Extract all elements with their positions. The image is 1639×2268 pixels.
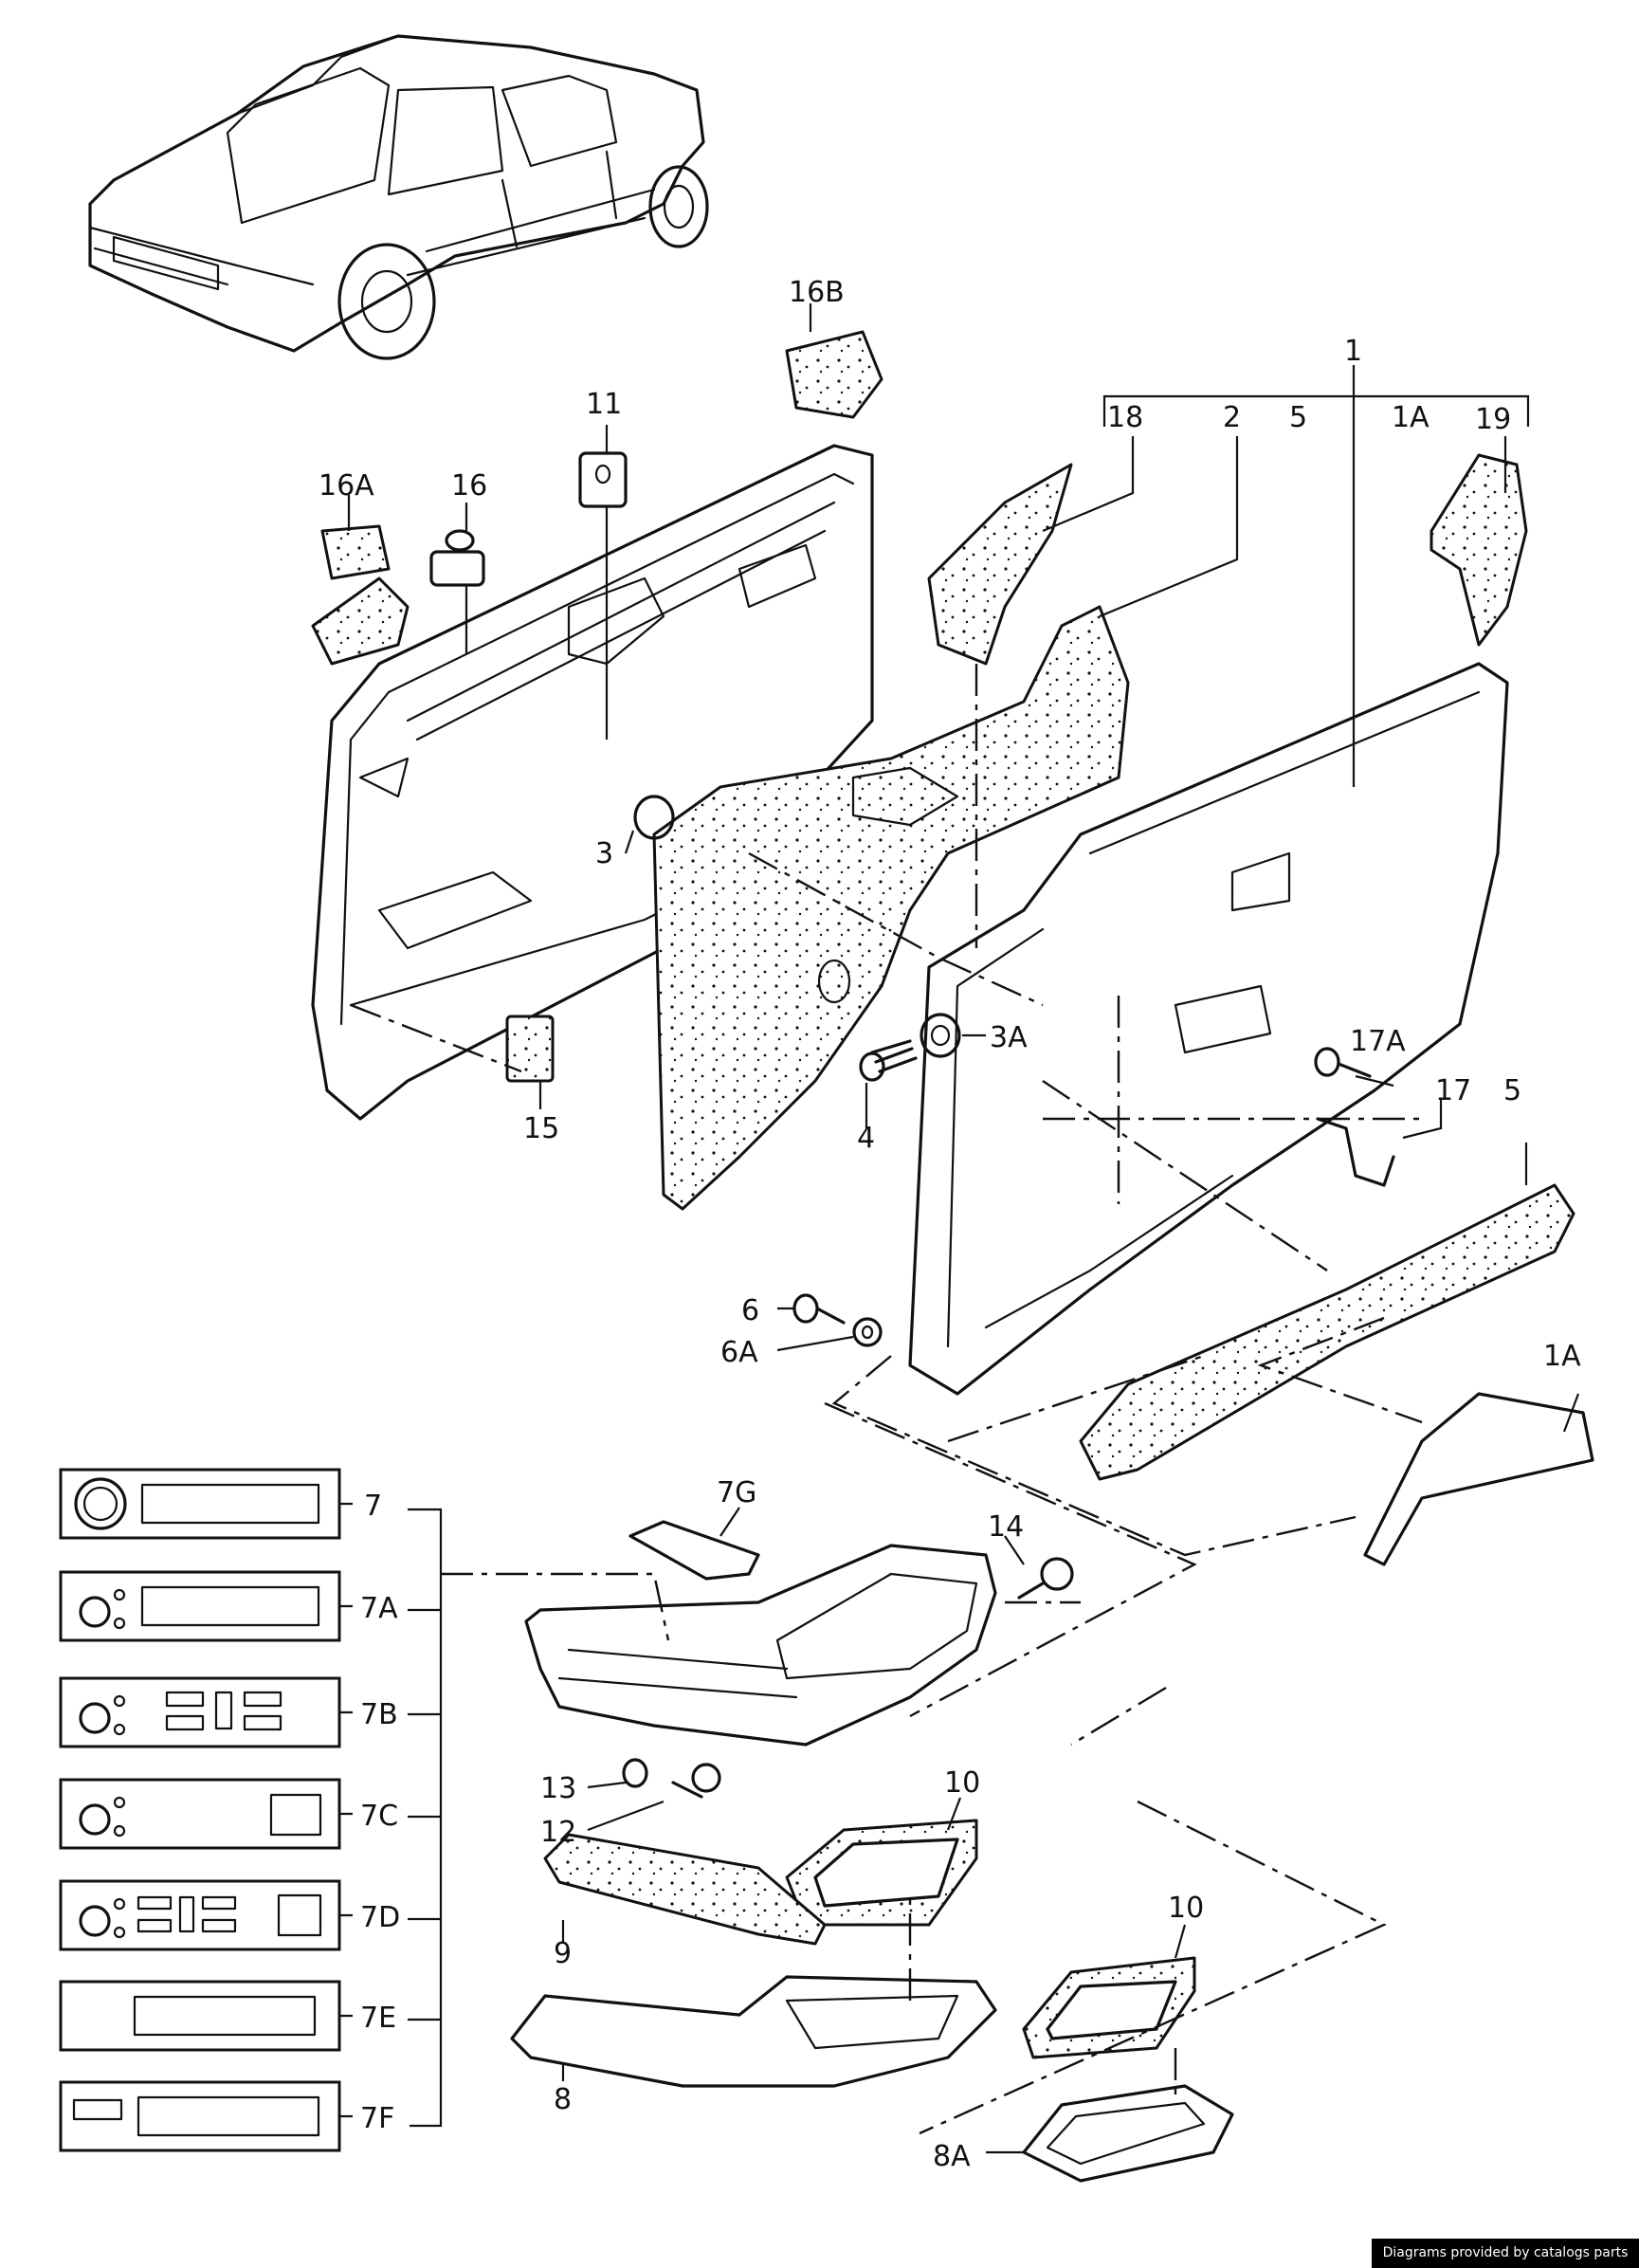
radio-panel-7F <box>59 2080 341 2152</box>
clip-11 <box>578 451 628 508</box>
radio-panel-7D <box>59 1879 341 1951</box>
callout-1: 1 <box>1344 335 1362 368</box>
tray-8 <box>510 1975 997 2088</box>
callout-8A: 8A <box>933 2140 971 2173</box>
door-trim-panel <box>908 662 1509 1396</box>
door-sill-strip <box>1079 1183 1575 1481</box>
cover-7G <box>628 1520 760 1581</box>
felt-part-1A-side <box>1363 1392 1594 1566</box>
storage-pocket <box>524 1544 997 1747</box>
callouts: 1 18 2 5 1A 19 16B 11 16 16A 3 3A 4 15 1… <box>319 276 1581 2173</box>
callout-3A: 3A <box>990 1021 1028 1054</box>
radio-bracket <box>339 1502 670 2128</box>
felt-part-18 <box>927 463 1073 666</box>
callout-7: 7 <box>364 1490 382 1523</box>
leader-lines <box>347 303 1580 2154</box>
callout-16A: 16A <box>319 469 374 503</box>
callout-12: 12 <box>540 1816 576 1849</box>
callout-7B: 7B <box>360 1698 398 1731</box>
callout-1A-top: 1A <box>1392 401 1430 434</box>
felt-part-19 <box>1430 453 1528 647</box>
callout-15: 15 <box>523 1112 559 1145</box>
callout-11: 11 <box>586 388 622 421</box>
callout-6A: 6A <box>720 1336 758 1369</box>
callout-7D: 7D <box>360 1901 400 1934</box>
radio-panel-7B <box>59 1676 341 1748</box>
callout-1A-side: 1A <box>1543 1340 1581 1373</box>
callout-13: 13 <box>540 1772 576 1805</box>
radio-panel-7A <box>59 1570 341 1642</box>
car-illustration <box>88 34 709 360</box>
callout-7A: 7A <box>360 1592 398 1625</box>
tray-8A <box>1022 2084 1234 2183</box>
callout-16: 16 <box>451 469 487 503</box>
callout-2: 2 <box>1223 401 1241 434</box>
callout-7G: 7G <box>717 1476 756 1509</box>
clip-16B <box>785 330 883 419</box>
callout-5-side: 5 <box>1503 1074 1521 1107</box>
clip-16A <box>311 524 410 666</box>
seal-10-lower <box>1022 1956 1196 2059</box>
callout-14: 14 <box>988 1510 1024 1544</box>
callout-7F: 7F <box>360 2102 394 2135</box>
credit-badge: Diagrams provided by catalogs parts <box>1372 2239 1639 2268</box>
callout-9: 9 <box>554 1937 572 1970</box>
fasteners <box>622 795 1395 1799</box>
callout-16B: 16B <box>789 276 845 309</box>
radio-panel-7E <box>59 1980 341 2052</box>
callout-7C: 7C <box>360 1800 398 1833</box>
group-1-bracket <box>1102 365 1530 787</box>
insulation-panel <box>652 605 1130 1211</box>
callout-19: 19 <box>1475 403 1511 436</box>
callout-10-upper: 10 <box>944 1766 980 1800</box>
callout-10-lower: 10 <box>1168 1892 1204 1925</box>
strip-9 <box>543 1833 827 1946</box>
clip-16 <box>429 529 485 587</box>
callout-17: 17 <box>1435 1074 1471 1107</box>
callout-18: 18 <box>1107 401 1143 434</box>
callout-3: 3 <box>595 837 613 870</box>
callout-7E: 7E <box>360 2002 396 2035</box>
seal-10-upper <box>785 1819 978 1927</box>
callout-4: 4 <box>857 1122 875 1155</box>
callout-6: 6 <box>741 1294 759 1327</box>
radio-panel-7C <box>59 1778 341 1850</box>
radio-panel-7 <box>59 1468 341 1540</box>
callout-17A: 17A <box>1350 1025 1406 1058</box>
callout-5-top: 5 <box>1289 401 1307 434</box>
pad-15 <box>505 1015 555 1083</box>
callout-8: 8 <box>554 2083 572 2116</box>
assembly-lines <box>350 664 1423 2135</box>
